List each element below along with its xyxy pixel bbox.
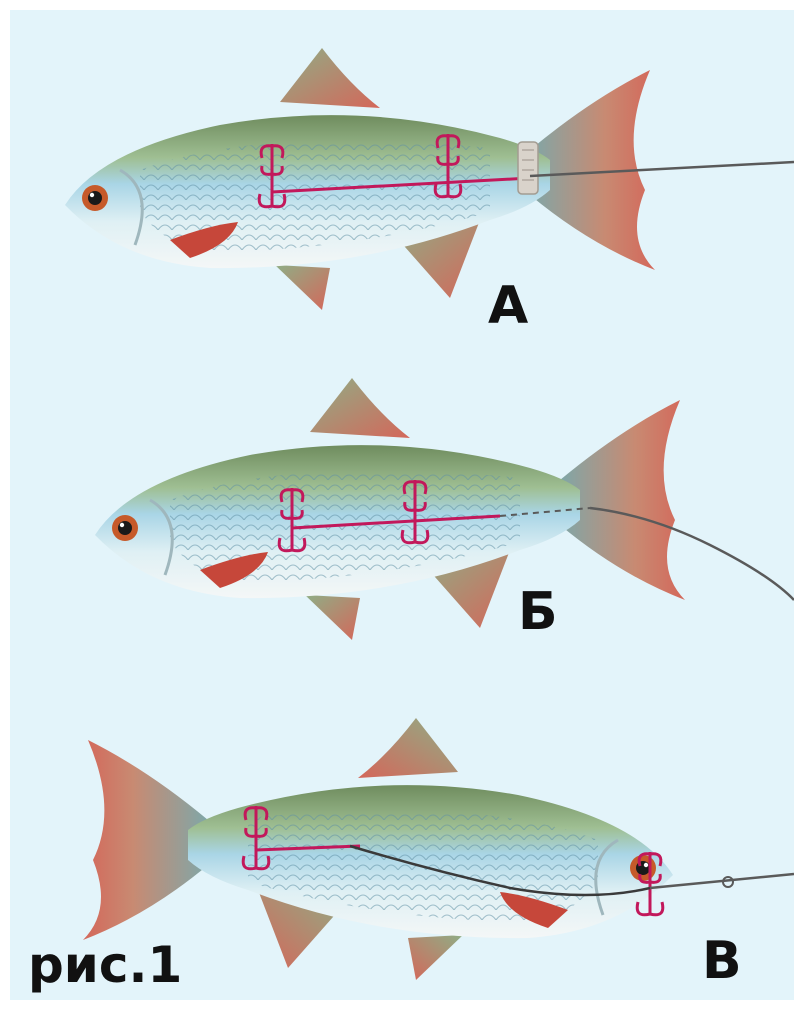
fish-rigging-diagram — [10, 10, 794, 1000]
figure-canvas: А Б В рис.1 — [10, 10, 794, 1000]
figure-caption: рис.1 — [28, 940, 182, 990]
fish-a — [65, 48, 655, 310]
variant-label-c: В — [702, 935, 742, 987]
variant-label-a: А — [488, 280, 528, 332]
variant-label-b: Б — [518, 586, 558, 638]
